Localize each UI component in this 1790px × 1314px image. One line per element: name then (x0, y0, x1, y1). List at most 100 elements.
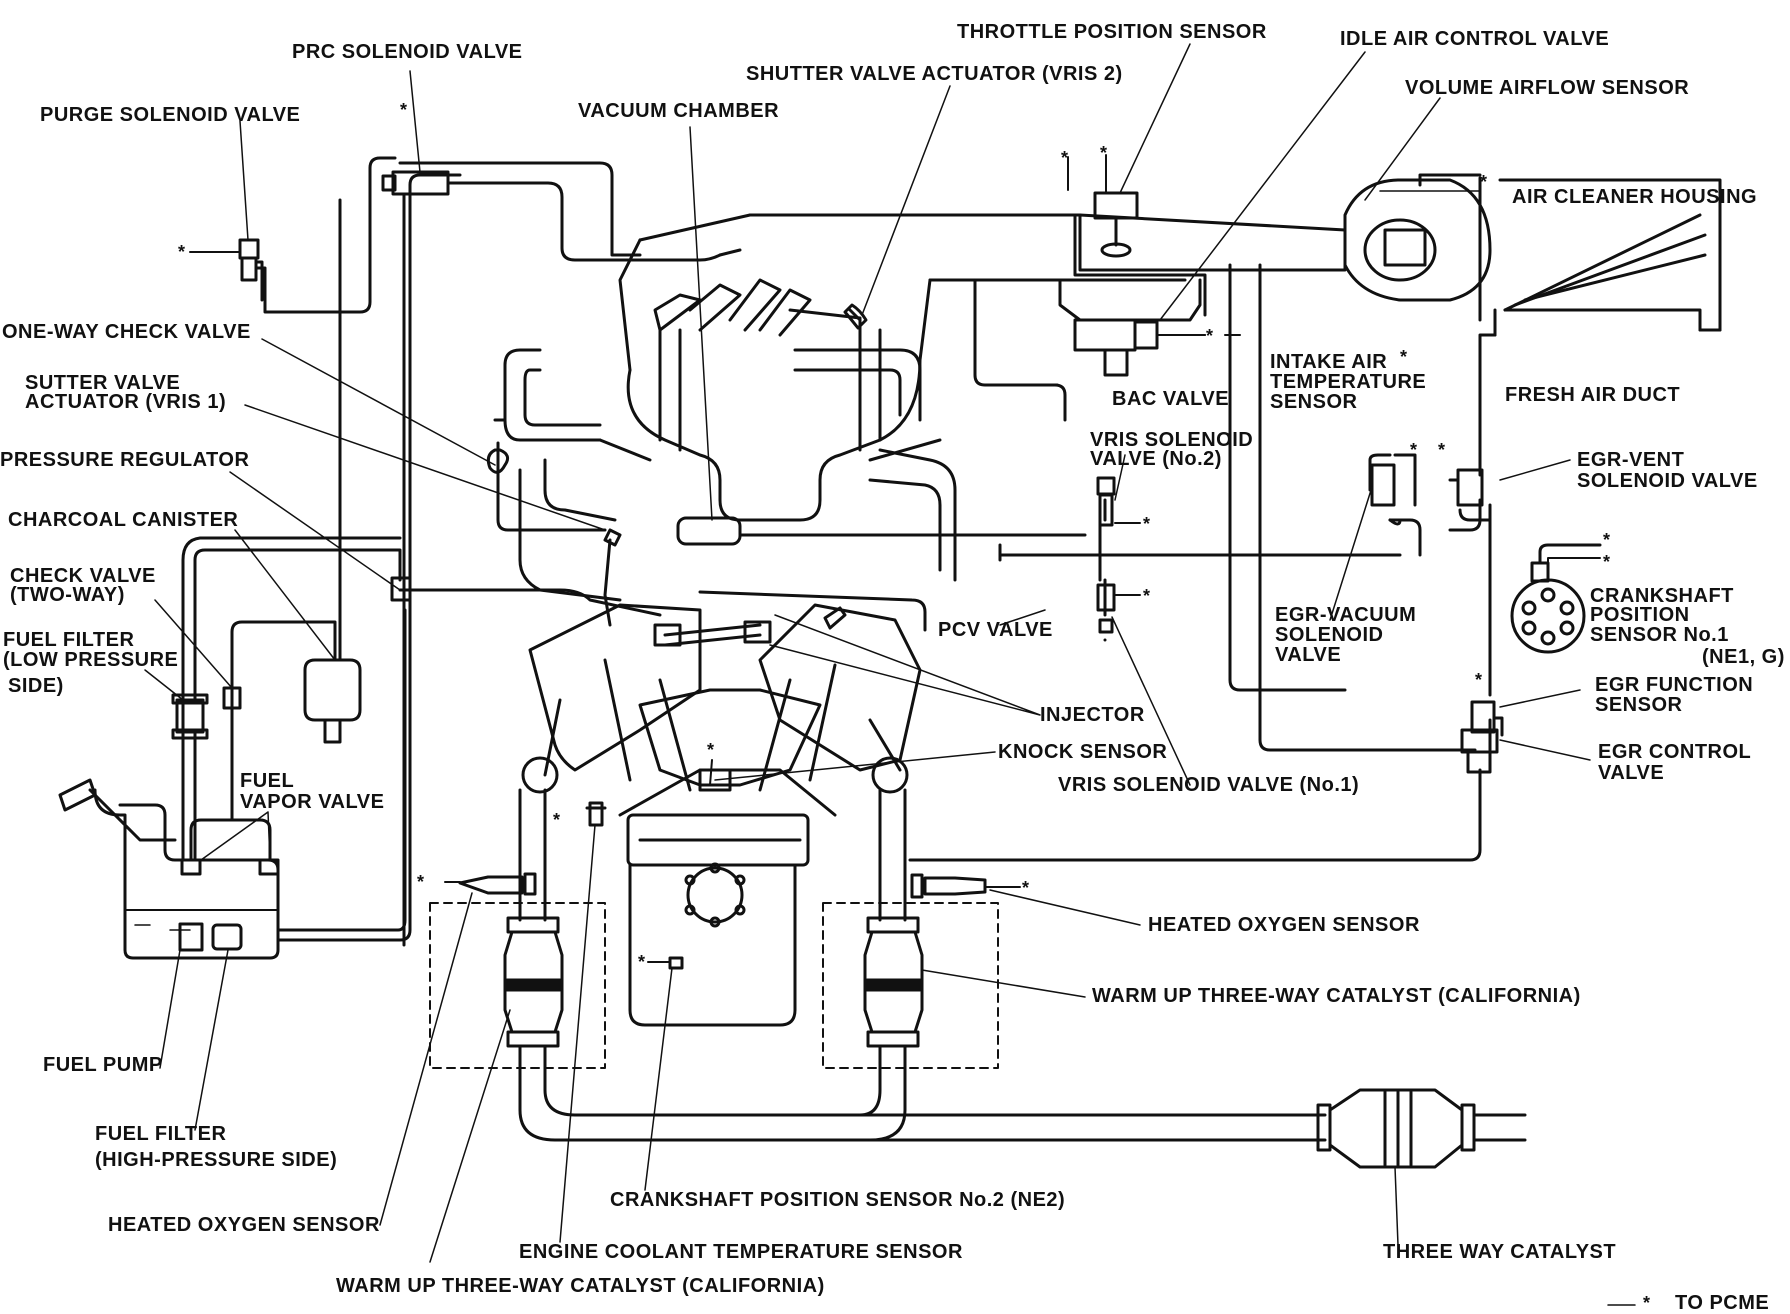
label-check-valve-l1: CHECK VALVE (10, 565, 156, 587)
pcme-asterisk: * (553, 810, 561, 830)
fuel-pump-body (178, 922, 204, 952)
vacuum-chamber-body (676, 516, 742, 546)
three-way-catalyst-body (1316, 1088, 1527, 1169)
label-pressure-regulator: PRESSURE REGULATOR (0, 449, 250, 471)
label-to-pcme: TO PCME (1675, 1292, 1770, 1314)
label-heated-oxygen-right: HEATED OXYGEN SENSOR (1148, 914, 1420, 936)
throttle-body (1073, 191, 1347, 317)
fuel-lines (181, 173, 662, 942)
label-air-cleaner-housing: AIR CLEANER HOUSING (1512, 186, 1758, 208)
label-intake-air-temp-l1: INTAKE AIR (1270, 351, 1388, 373)
label-egr-function-l2: SENSOR (1595, 694, 1683, 716)
engine-coolant-temperature-sensor-body (585, 801, 607, 827)
label-fuel-filter-high-l2: (HIGH-PRESSURE SIDE) (95, 1149, 338, 1171)
label-fuel-pump: FUEL PUMP (43, 1054, 163, 1076)
label-egr-function-l1: EGR FUNCTION (1595, 674, 1754, 696)
crankshaft-position-sensor-no2-body (668, 956, 684, 970)
pcme-asterisk: * (178, 242, 186, 262)
pcme-asterisk: * (1480, 172, 1488, 192)
label-intake-air-temp-l3: SENSOR (1270, 391, 1358, 413)
fuel-vapor-valve-1 (180, 858, 202, 876)
label-egr-vacuum-l2: SOLENOID (1275, 624, 1384, 646)
label-egr-vacuum-l1: EGR-VACUUM (1275, 604, 1417, 626)
pcme-asterisk: * (1603, 530, 1611, 550)
label-volume-airflow-sensor: VOLUME AIRFLOW SENSOR (1405, 77, 1690, 99)
label-check-valve-l2: (TWO-WAY) (10, 584, 125, 606)
exhaust-right (822, 788, 999, 1142)
label-egr-control-l1: EGR CONTROL (1598, 741, 1752, 763)
label-fuel-vapor-l2: VAPOR VALVE (240, 791, 385, 813)
fuel-filter-low-body (171, 693, 209, 740)
pcme-markers (189, 154, 1241, 963)
crankshaft-position-sensor-no1-body (1510, 543, 1602, 654)
engine-block (521, 603, 922, 1027)
label-fuel-filter-low-l1: FUEL FILTER (3, 629, 135, 651)
purge-solenoid-valve-body (238, 156, 397, 314)
label-injector: INJECTOR (1040, 704, 1145, 726)
label-heated-oxygen-left: HEATED OXYGEN SENSOR (108, 1214, 380, 1236)
label-intake-air-temp-l2: TEMPERATURE (1270, 371, 1427, 393)
label-warm-up-left: WARM UP THREE-WAY CATALYST (CALIFORNIA) (336, 1275, 825, 1297)
intake-manifold (503, 278, 957, 602)
label-egr-vent-l1: EGR-VENT (1577, 449, 1685, 471)
pcme-asterisk: * (1143, 586, 1151, 606)
vacuum-lines (486, 248, 1497, 862)
leader-lines (144, 43, 1636, 1306)
pcme-asterisk: * (1022, 878, 1030, 898)
legend-asterisk: * (1643, 1293, 1651, 1313)
pcme-asterisk: * (707, 740, 715, 760)
prc-solenoid-valve-body (381, 161, 722, 947)
label-egr-vent-l2: SOLENOID VALVE (1577, 470, 1758, 492)
label-fuel-vapor-l1: FUEL (240, 770, 295, 792)
label-fuel-filter-high-l1: FUEL FILTER (95, 1123, 227, 1145)
label-one-way-check-valve: ONE-WAY CHECK VALVE (2, 321, 251, 343)
intake-duct (618, 213, 1082, 372)
label-purge-solenoid-valve: PURGE SOLENOID VALVE (40, 104, 301, 126)
label-vris-solenoid-no1: VRIS SOLENOID VALVE (No.1) (1058, 774, 1360, 796)
label-vris-solenoid-no2-l2: VALVE (No.2) (1090, 448, 1222, 470)
charcoal-canister-body (303, 198, 362, 744)
label-charcoal-canister: CHARCOAL CANISTER (8, 509, 239, 531)
idle-air-control-valve-body (1133, 320, 1159, 350)
label-knock-sensor: KNOCK SENSOR (998, 741, 1168, 763)
label-fuel-filter-low-l2: (LOW PRESSURE (3, 649, 179, 671)
label-egr-control-l2: VALVE (1598, 762, 1665, 784)
fuel-filter-high-body (211, 923, 243, 951)
vris-solenoid-valves-body (1096, 476, 1116, 634)
pcme-asterisk: * (400, 100, 408, 120)
label-warm-up-right: WARM UP THREE-WAY CATALYST (CALIFORNIA) (1092, 985, 1581, 1007)
label-throttle-position-sensor: THROTTLE POSITION SENSOR (957, 21, 1267, 43)
pcme-asterisk: * (417, 872, 425, 892)
label-fuel-filter-low-l3: SIDE) (8, 675, 64, 697)
pcme-asterisk: * (1143, 514, 1151, 534)
pcme-asterisk: * (1603, 552, 1611, 572)
pcme-asterisk: * (1410, 440, 1418, 460)
label-crankshaft-no1-l4: (NE1, G) (1702, 646, 1785, 668)
label-fresh-air-duct: FRESH AIR DUCT (1505, 384, 1681, 406)
label-bac-valve: BAC VALVE (1112, 388, 1230, 410)
label-vris-solenoid-no2-l1: VRIS SOLENOID (1090, 429, 1254, 451)
pcme-asterisk: * (1438, 440, 1446, 460)
label-shutter-valve-actuator-vris2: SHUTTER VALVE ACTUATOR (VRIS 2) (746, 63, 1123, 85)
pressure-regulator-body (390, 576, 412, 602)
volume-airflow-sensor (1343, 173, 1492, 302)
pcme-asterisk: * (1100, 143, 1108, 163)
pcme-asterisk: * (1061, 148, 1069, 168)
label-sutter-valve-actuator-l2: ACTUATOR (VRIS 1) (25, 391, 227, 413)
label-pcv-valve: PCV VALVE (938, 619, 1053, 641)
throttle-position-sensor-body (1093, 191, 1139, 220)
pcme-asterisk: * (1475, 670, 1483, 690)
pcme-asterisk: * (638, 952, 646, 972)
pcme-asterisk: * (1206, 326, 1214, 346)
knock-sensor-body (698, 768, 732, 792)
heated-oxygen-sensor-right-body (910, 873, 987, 899)
fuel-rail (653, 606, 847, 647)
egr-control-valve-body (1460, 700, 1504, 774)
pcme-asterisk: * (1400, 347, 1408, 367)
heated-oxygen-sensor-left-body (458, 872, 537, 896)
label-egr-vacuum-l3: VALVE (1275, 644, 1342, 666)
label-crankshaft-no1-l3: SENSOR No.1 (1590, 624, 1729, 646)
label-sutter-valve-actuator-l1: SUTTER VALVE (25, 372, 181, 394)
egr-solenoid-valves-body (1368, 453, 1484, 526)
